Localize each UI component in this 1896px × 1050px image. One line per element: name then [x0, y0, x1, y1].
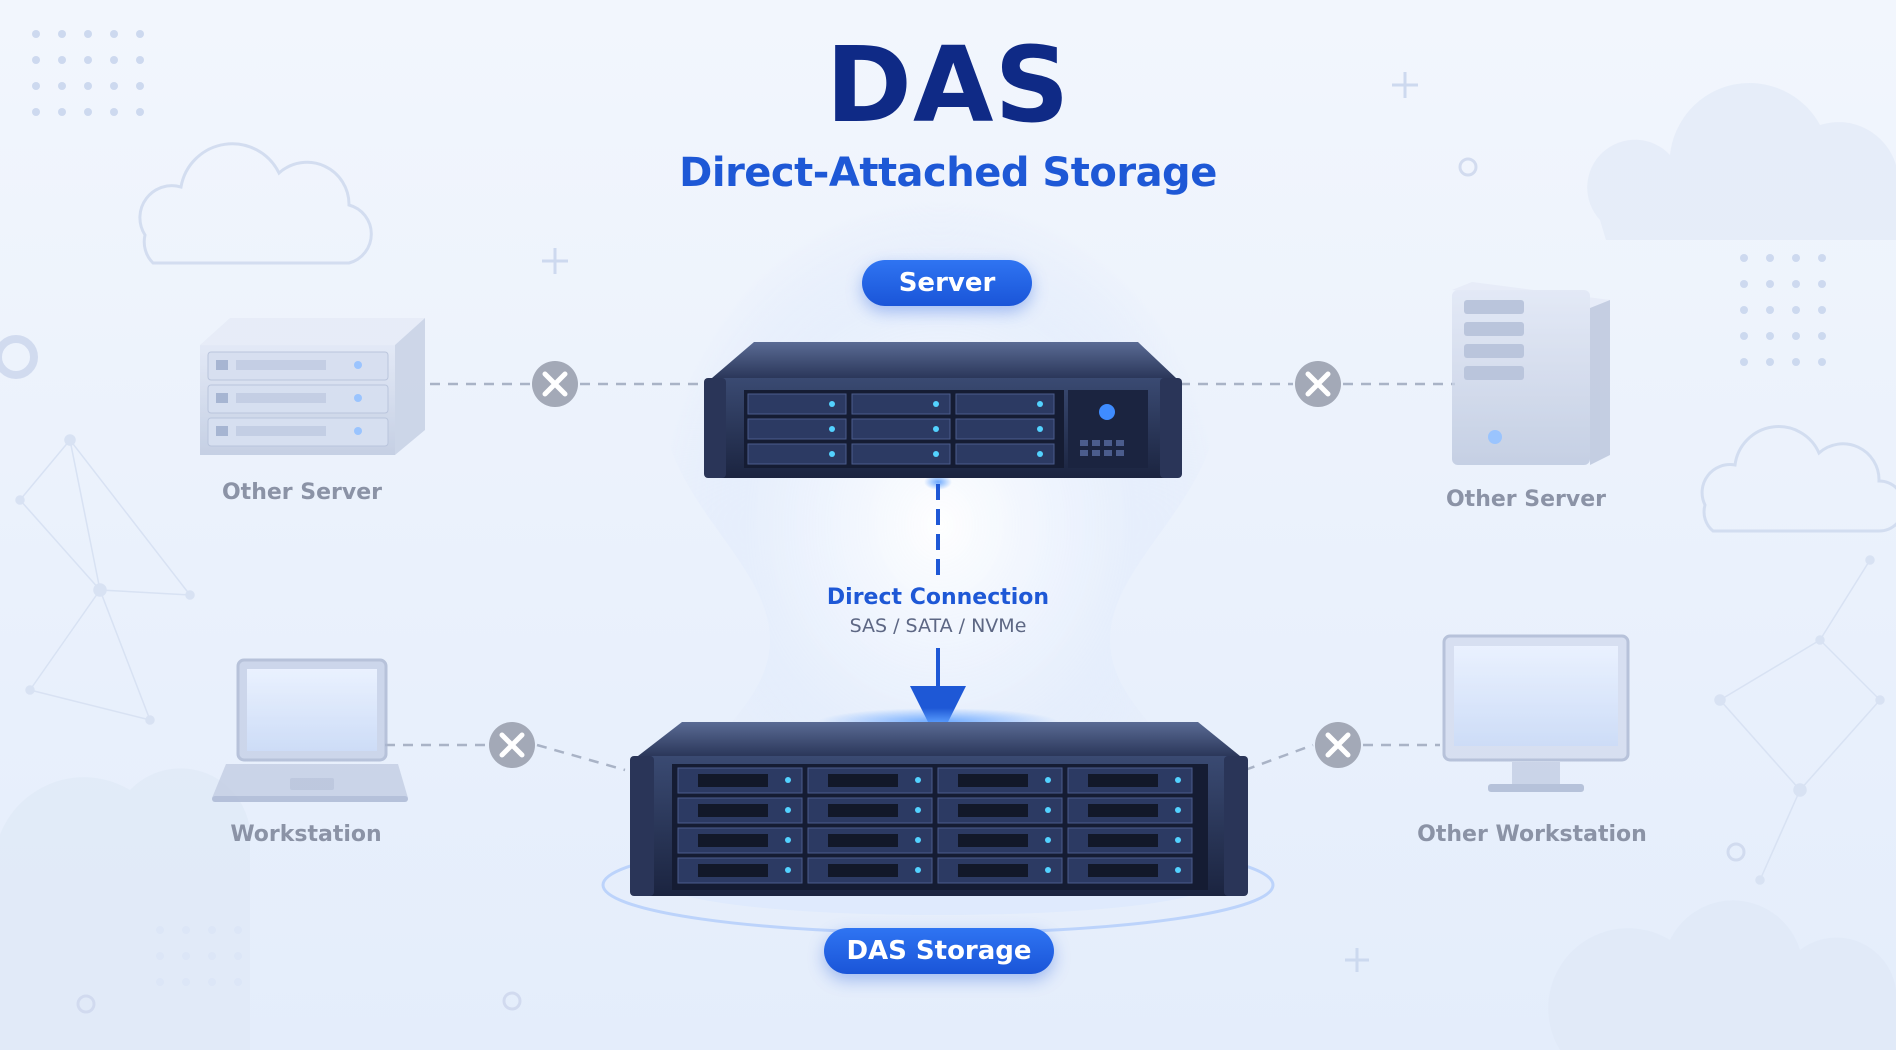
- tower-server-icon: [1452, 282, 1610, 465]
- other-server-right-label: Other Server: [1445, 487, 1607, 512]
- das-storage-rack-icon: [601, 708, 1275, 935]
- workstation-label: Workstation: [230, 822, 382, 847]
- laptop-icon: [212, 658, 408, 802]
- background-decor: [0, 30, 1896, 1050]
- server-badge: Server: [862, 260, 1032, 306]
- blocked-x-icon: [489, 722, 535, 768]
- blocked-x-icon: [1295, 361, 1341, 407]
- blocked-x-icon: [1315, 722, 1361, 768]
- other-server-left-label: Other Server: [221, 480, 383, 505]
- monitor-icon: [1442, 634, 1630, 792]
- page-title: DAS: [825, 24, 1071, 146]
- blocked-x-icon: [532, 361, 578, 407]
- page-subtitle: Direct-Attached Storage: [679, 150, 1217, 196]
- other-workstation-label: Other Workstation: [1417, 822, 1647, 847]
- connection-label: Direct Connection: [826, 585, 1050, 610]
- connection-protocols: SAS / SATA / NVMe: [849, 615, 1027, 637]
- das-storage-badge: DAS Storage: [824, 928, 1054, 974]
- blocked-links: [385, 382, 1455, 772]
- server-rack-icon: [704, 342, 1182, 478]
- rack-server-icon: [200, 318, 425, 455]
